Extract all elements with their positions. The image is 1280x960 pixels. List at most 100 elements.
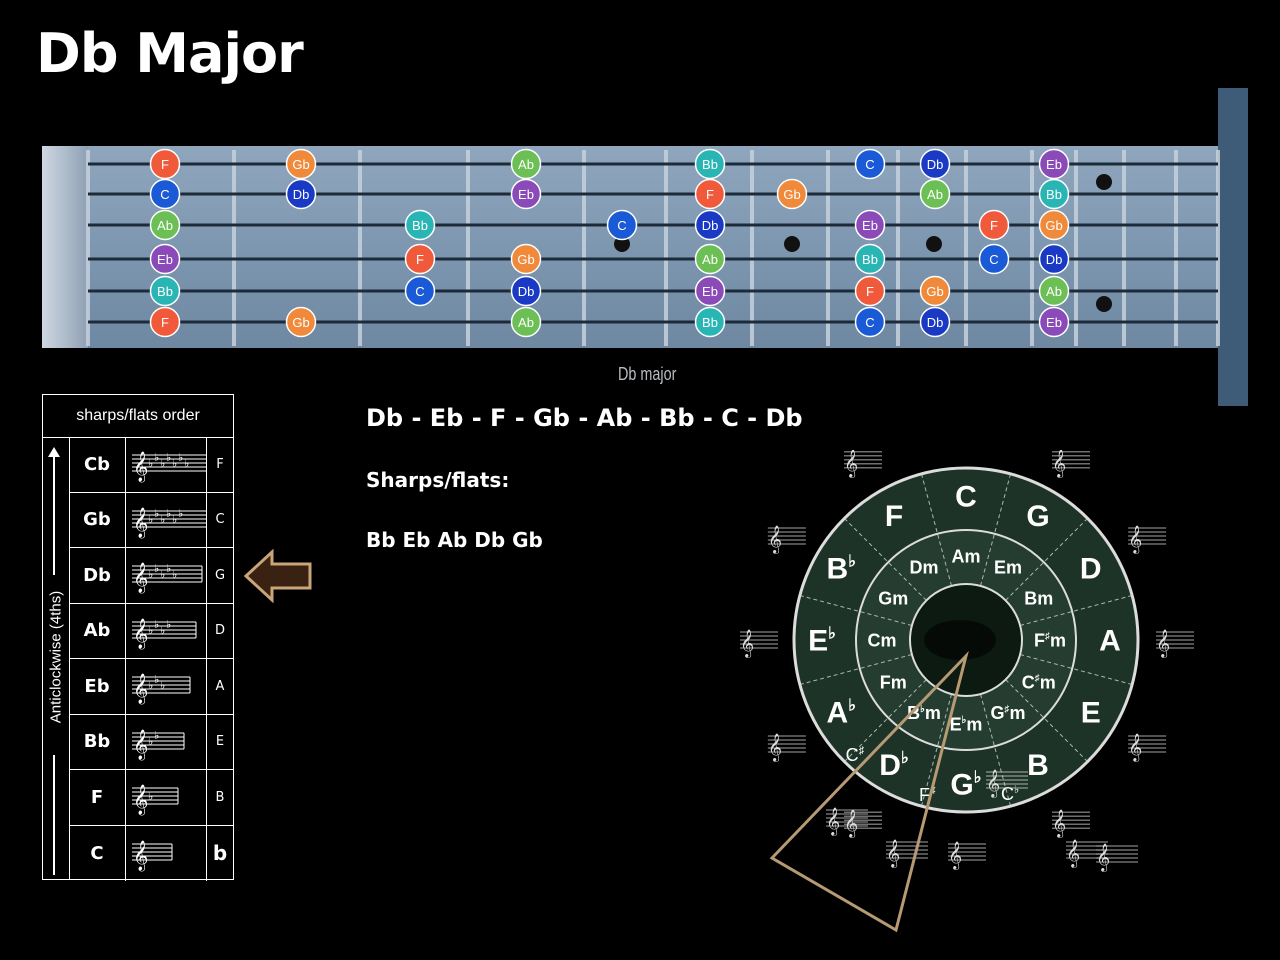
svg-text:♭: ♭	[178, 451, 183, 464]
note-marker	[510, 275, 542, 307]
fretboard-nut	[42, 146, 88, 348]
guitar-string	[88, 192, 1218, 196]
fret-wire	[1030, 150, 1034, 346]
svg-text:♭: ♭	[148, 624, 153, 637]
svg-text:♭: ♭	[148, 679, 153, 692]
guitar-string	[88, 289, 1218, 293]
svg-text:𝄞: 𝄞	[133, 618, 148, 650]
key-signature-glyph: 𝄞	[768, 525, 806, 554]
fret-inlay-dot	[926, 236, 942, 252]
note-marker	[854, 148, 886, 180]
note-label: Bb	[1046, 187, 1062, 202]
svg-text:𝄞: 𝄞	[1052, 809, 1066, 838]
key-signature-staff: 𝄞♭♭♭♭♭♭	[126, 492, 209, 547]
note-marker	[694, 148, 726, 180]
svg-text:♭: ♭	[160, 624, 165, 637]
key-name: Eb	[69, 659, 126, 714]
note-marker	[919, 306, 951, 338]
fret-note: Db	[285, 178, 317, 210]
scale-notes: Db - Eb - F - Gb - Ab - Bb - C - Db	[366, 404, 803, 432]
fret-wire	[86, 150, 90, 346]
note-marker	[510, 178, 542, 210]
note-marker	[694, 275, 726, 307]
note-label: Bb	[702, 315, 718, 330]
svg-text:♭: ♭	[166, 451, 171, 464]
note-marker	[149, 243, 181, 275]
note-label: Ab	[1046, 284, 1062, 299]
note-label: Ab	[702, 252, 718, 267]
note-label: C	[865, 157, 874, 172]
fret-note: Ab	[694, 243, 726, 275]
svg-text:♭: ♭	[172, 513, 177, 526]
major-key-label: B	[1027, 749, 1049, 782]
note-label: C	[617, 218, 626, 233]
note-marker	[1038, 243, 1070, 275]
key-signature-glyph: 𝄞	[1052, 449, 1090, 478]
svg-text:♭: ♭	[148, 790, 153, 803]
fret-note: Db	[694, 209, 726, 241]
key-signature-staff: 𝄞♭♭	[126, 714, 207, 769]
note-marker	[149, 148, 181, 180]
anticlockwise-label: Anticlockwise (4ths)	[47, 590, 65, 724]
note-label: Db	[1046, 252, 1063, 267]
note-label: Db	[927, 157, 944, 172]
fret-wire	[664, 150, 668, 346]
note-label: Gb	[783, 187, 800, 202]
minor-key-label: Em	[994, 558, 1022, 578]
fret-note: F	[149, 148, 181, 180]
note-label: Gb	[1045, 218, 1062, 233]
order-letter: G	[214, 567, 226, 583]
svg-text:𝄞: 𝄞	[740, 629, 754, 658]
key-signature-staff: 𝄞♭♭♭♭	[126, 603, 207, 658]
fret-note: C	[978, 243, 1010, 275]
svg-text:𝄞: 𝄞	[133, 784, 148, 816]
fretboard-wood	[42, 146, 1222, 348]
key-name: Cb	[69, 437, 126, 492]
note-marker	[285, 178, 317, 210]
fret-note: Eb	[854, 209, 886, 241]
fret-wire	[896, 150, 900, 346]
note-marker	[854, 209, 886, 241]
key-signature-staff: 𝄞♭♭♭♭♭♭♭	[126, 437, 215, 492]
minor-key-label: Bm	[1024, 588, 1053, 608]
note-label: Ab	[927, 187, 943, 202]
svg-text:𝄞: 𝄞	[948, 841, 962, 870]
guitar-string	[88, 320, 1218, 324]
key-signature-staff: 𝄞♭♭♭♭♭	[126, 548, 207, 603]
fret-note: Gb	[285, 148, 317, 180]
note-label: C	[865, 315, 874, 330]
note-label: Db	[927, 315, 944, 330]
order-letter: b	[212, 841, 228, 866]
fret-wire	[750, 150, 754, 346]
fret-wire	[826, 150, 830, 346]
svg-text:♭: ♭	[178, 507, 183, 520]
major-key-label: A	[1099, 625, 1121, 658]
note-label: F	[416, 252, 424, 267]
key-signature-staff: 𝄞	[126, 825, 207, 881]
fret-note: Bb	[404, 209, 436, 241]
note-label: Bb	[412, 218, 428, 233]
minor-key-label: Am	[951, 546, 980, 566]
major-key-label: G	[1026, 500, 1049, 533]
svg-text:♭: ♭	[154, 451, 159, 464]
note-marker	[510, 243, 542, 275]
sharps-flats-list: Bb Eb Ab Db Gb	[366, 528, 543, 552]
note-label: Gb	[292, 157, 309, 172]
minor-key-label: E♭m	[950, 714, 983, 734]
note-marker	[919, 178, 951, 210]
fret-note: Db	[919, 306, 951, 338]
fret-note: C	[854, 306, 886, 338]
order-letter: D	[214, 623, 225, 639]
sector-divider	[980, 473, 1011, 587]
fret-note: Db	[1038, 243, 1070, 275]
fret-note: Db	[919, 148, 951, 180]
note-label: Gb	[926, 284, 943, 299]
note-marker	[919, 275, 951, 307]
major-key-label: B♭	[827, 553, 856, 586]
svg-text:♭: ♭	[148, 457, 153, 470]
note-label: C	[989, 252, 998, 267]
svg-text:𝄞: 𝄞	[986, 769, 1000, 798]
major-key-label: F	[885, 500, 903, 533]
